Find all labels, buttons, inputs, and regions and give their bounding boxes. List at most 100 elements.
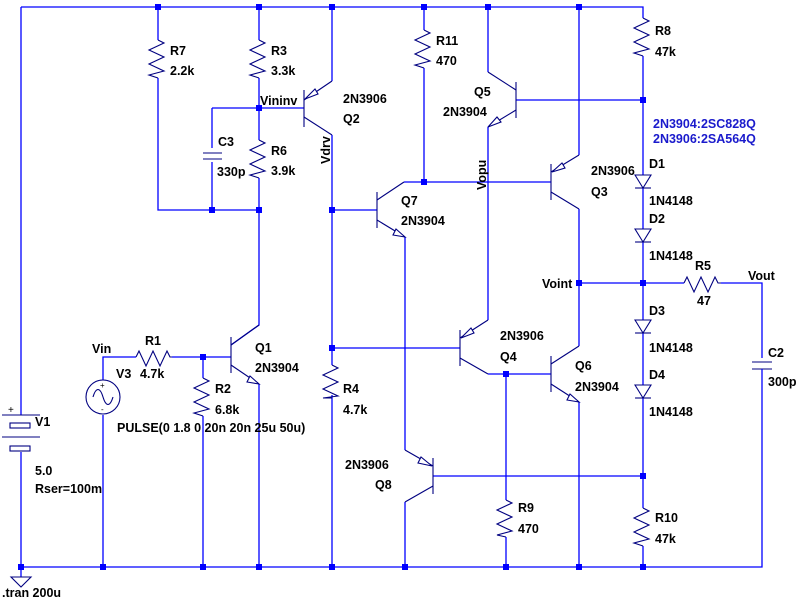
q1-model: 2N3904 <box>255 361 299 375</box>
d1-model: 1N4148 <box>649 194 693 208</box>
wire-r6-q1[interactable] <box>230 178 260 346</box>
junction <box>100 564 106 570</box>
resistor-r6-symbol[interactable] <box>248 139 267 179</box>
r5-name: R5 <box>695 259 711 273</box>
junction <box>256 564 262 570</box>
c3-value: 330p <box>217 165 246 179</box>
r1-name: R1 <box>145 334 161 348</box>
junction <box>503 564 509 570</box>
junction <box>329 345 335 351</box>
q8-model: 2N3906 <box>345 458 389 472</box>
resistor-r11-symbol[interactable] <box>413 29 432 69</box>
wires <box>20 6 763 568</box>
spice-directive-model-map-2[interactable]: 2N3906:2SA564Q <box>653 132 756 146</box>
resistor-r1-symbol[interactable] <box>135 349 172 368</box>
d1-name: D1 <box>649 157 665 171</box>
junction <box>503 371 509 377</box>
v3-plus-sign: + <box>100 381 105 390</box>
c2-value: 300p <box>768 375 797 389</box>
net-label-vdrv: Vdrv <box>319 136 333 164</box>
r3-name: R3 <box>271 44 287 58</box>
wire-r7-bottom[interactable] <box>157 78 260 211</box>
q2-model: 2N3906 <box>343 92 387 106</box>
v1-name: V1 <box>35 415 50 429</box>
q1-name: Q1 <box>255 341 272 355</box>
r7-value: 2.2k <box>170 64 194 78</box>
junction <box>256 105 262 111</box>
transistor-q1-symbol[interactable] <box>230 324 261 385</box>
capacitor-c2-symbol[interactable] <box>752 361 772 380</box>
junction <box>640 473 646 479</box>
resistor-r3-symbol[interactable] <box>248 39 267 79</box>
r1-value: 4.7k <box>140 367 164 381</box>
wire-vout[interactable] <box>721 282 763 358</box>
diode-d2-symbol[interactable] <box>634 228 652 244</box>
q5-name: Q5 <box>474 85 491 99</box>
junction <box>329 4 335 10</box>
r8-name: R8 <box>655 24 671 38</box>
pulse-source-v3-symbol[interactable]: + - <box>85 378 121 415</box>
transistor-q7-symbol[interactable] <box>376 181 407 238</box>
q3-name: Q3 <box>591 185 608 199</box>
q7-name: Q7 <box>401 194 418 208</box>
wire-ground-rail[interactable] <box>21 380 763 568</box>
resistor-r9-symbol[interactable] <box>495 499 514 538</box>
r10-name: R10 <box>655 511 678 525</box>
resistor-r8-symbol[interactable] <box>632 17 651 57</box>
d3-name: D3 <box>649 304 665 318</box>
c2-name: C2 <box>768 346 784 360</box>
capacitor-c3-symbol[interactable] <box>203 152 222 160</box>
r3-value: 3.3k <box>271 64 295 78</box>
spice-directive-tran[interactable]: .tran 200u <box>2 586 61 600</box>
wire-vcc-rail[interactable] <box>21 6 644 18</box>
q6-name: Q6 <box>575 359 592 373</box>
resistor-r4-symbol[interactable] <box>321 364 340 399</box>
r7-name: R7 <box>170 44 186 58</box>
resistor-r7-symbol[interactable] <box>147 39 166 79</box>
junction <box>485 4 491 10</box>
junction <box>576 280 582 286</box>
diode-d1-symbol[interactable] <box>634 174 652 190</box>
v1-value: 5.0 <box>35 464 52 478</box>
r6-name: R6 <box>271 144 287 158</box>
junction <box>640 564 646 570</box>
junction <box>640 280 646 286</box>
junction <box>421 179 427 185</box>
junction <box>256 207 262 213</box>
r11-name: R11 <box>436 34 458 48</box>
diode-d4-symbol[interactable] <box>634 384 652 400</box>
resistor-r10-symbol[interactable] <box>632 507 651 547</box>
battery-v1-symbol[interactable]: + <box>2 405 40 452</box>
junction <box>421 4 427 10</box>
transistor-q5-symbol[interactable] <box>487 71 517 128</box>
spice-directive-model-map-1[interactable]: 2N3904:2SC828Q <box>653 117 756 131</box>
transistor-q3-symbol[interactable] <box>550 154 580 210</box>
junction <box>329 207 335 213</box>
junction <box>200 354 206 360</box>
r4-value: 4.7k <box>343 403 367 417</box>
transistor-q6-symbol[interactable] <box>550 345 581 403</box>
diode-d3-symbol[interactable] <box>634 319 652 335</box>
wire-vin[interactable] <box>102 356 136 378</box>
net-label-vout: Vout <box>748 269 776 283</box>
d2-name: D2 <box>649 212 665 226</box>
r8-value: 47k <box>655 45 676 59</box>
resistors <box>135 17 721 547</box>
transistor-q2-symbol[interactable] <box>303 80 333 136</box>
junction <box>200 564 206 570</box>
resistor-r2-symbol[interactable] <box>192 377 211 417</box>
r4-name: R4 <box>343 382 359 396</box>
q3-model: 2N3906 <box>591 164 635 178</box>
v1-plus-sign: + <box>8 405 14 416</box>
r9-value: 470 <box>518 522 539 536</box>
net-label-vin: Vin <box>92 342 111 356</box>
transistor-q4-symbol[interactable] <box>459 319 489 375</box>
diodes <box>634 174 652 400</box>
r6-value: 3.9k <box>271 164 295 178</box>
q4-model: 2N3906 <box>500 329 544 343</box>
r2-value: 6.8k <box>215 403 239 417</box>
net-label-vininv: Vininv <box>260 94 297 108</box>
transistor-q8-symbol[interactable] <box>404 449 434 503</box>
resistor-r5-symbol[interactable] <box>683 275 721 294</box>
